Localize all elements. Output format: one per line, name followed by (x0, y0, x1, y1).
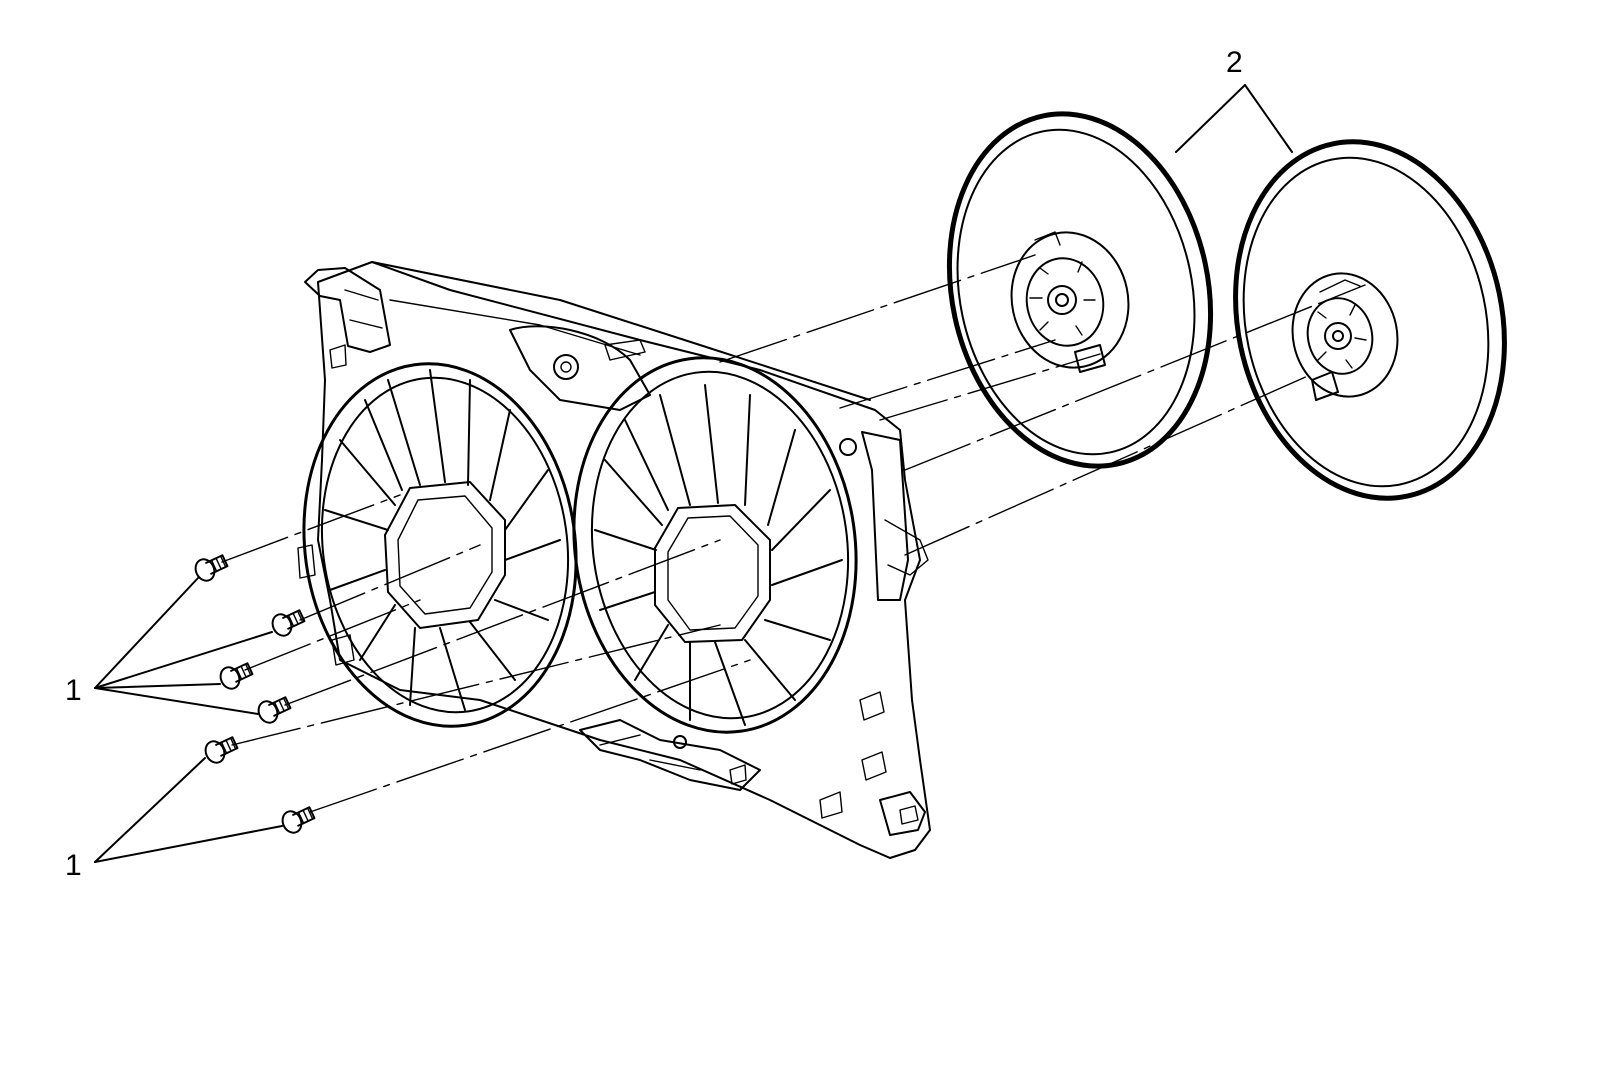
callout-1-lower: 1 (65, 849, 82, 882)
callout-leaders (94, 84, 1293, 863)
screw (219, 662, 254, 690)
screw (194, 554, 229, 582)
screw (281, 806, 316, 834)
screw (257, 696, 292, 724)
alignment-lines (221, 254, 1366, 813)
fan-blade-assembly-left (946, 111, 1214, 469)
left-fan-ring (302, 362, 578, 728)
fan-blade-assembly-right (1233, 139, 1507, 501)
callout-2: 2 (1226, 46, 1243, 79)
right-fan-ring (572, 356, 858, 734)
screw (204, 736, 239, 764)
screws (194, 554, 316, 834)
callout-1-upper: 1 (65, 674, 82, 707)
fan-shroud (297, 261, 931, 859)
screw (271, 609, 306, 637)
